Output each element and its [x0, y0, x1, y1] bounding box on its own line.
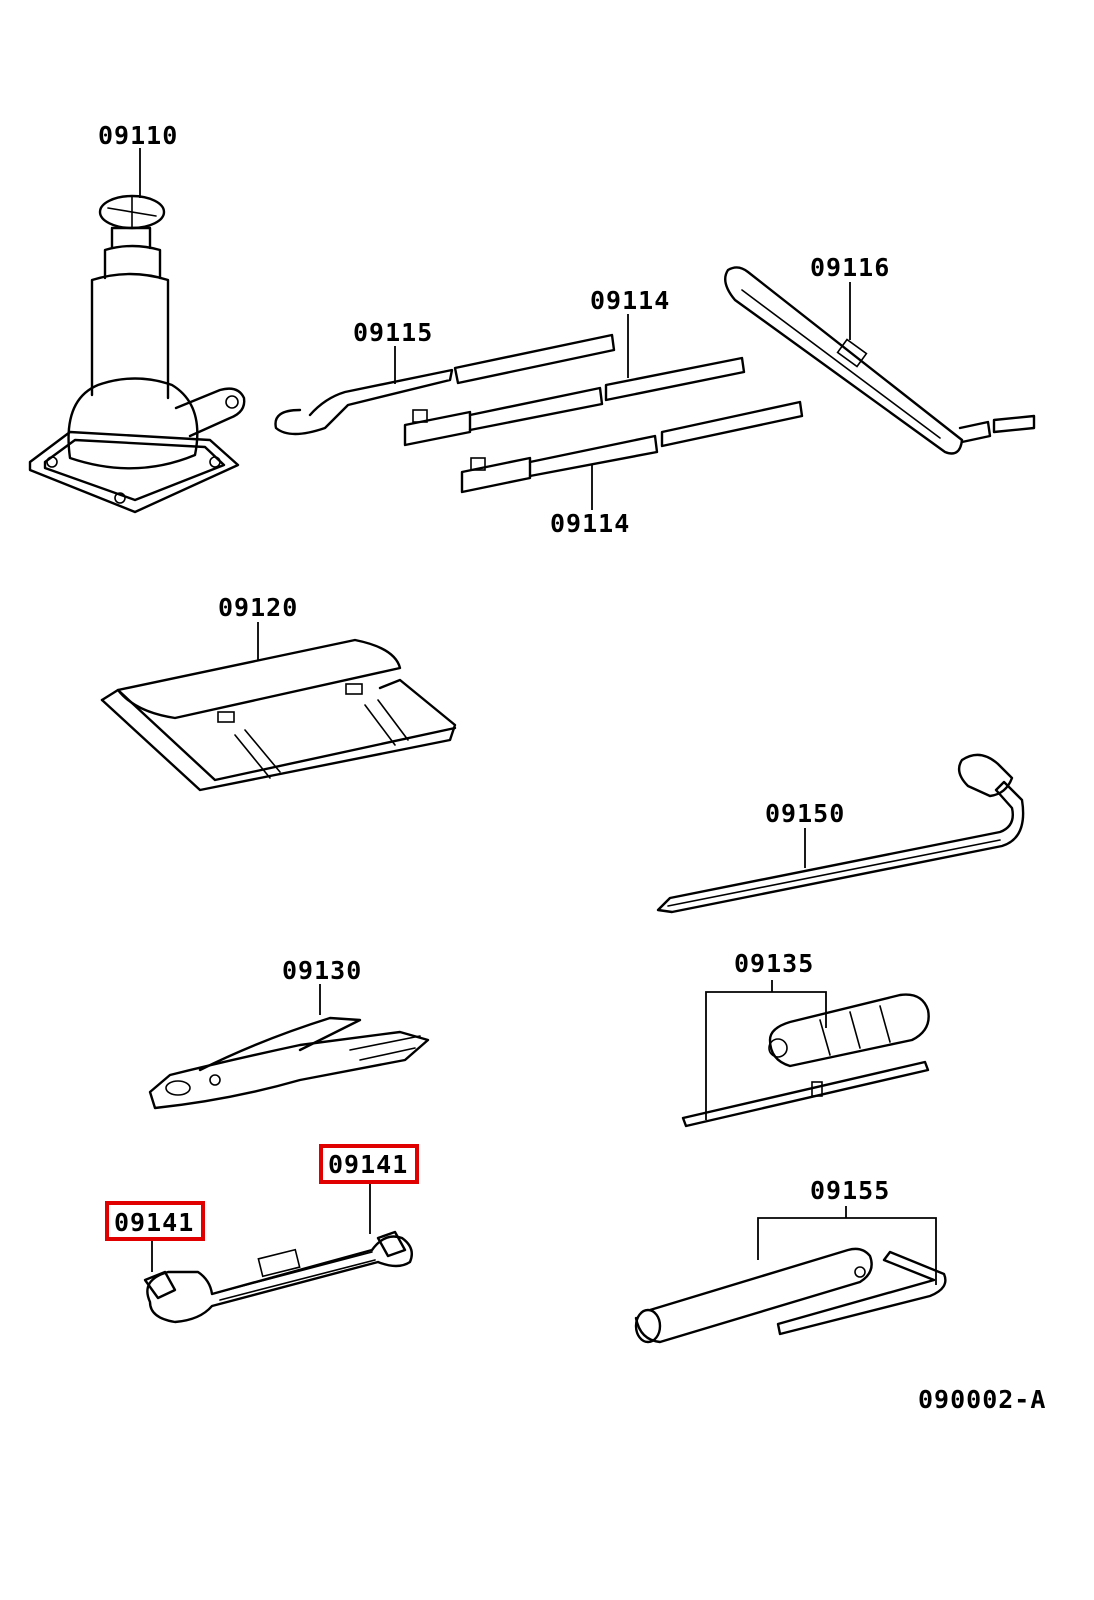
- label-handle-lever: 09116: [810, 253, 890, 282]
- label-wheel-nut-wrench: 09150: [765, 799, 845, 828]
- highlight-box-wrench-left: [105, 1201, 205, 1241]
- double-wrench-drawing[interactable]: [143, 1182, 413, 1324]
- handle-lever-drawing[interactable]: [724, 266, 1036, 455]
- label-screwdriver: 09135: [734, 949, 814, 978]
- label-pliers: 09130: [282, 956, 362, 985]
- highlight-box-wrench-right: [319, 1144, 419, 1184]
- wheel-nut-wrench-drawing[interactable]: [656, 753, 1025, 914]
- extension-bar-lower-drawing[interactable]: [460, 400, 804, 510]
- extension-bar-upper-drawing[interactable]: [403, 314, 746, 447]
- label-extension-bar-upper: 09114: [590, 286, 670, 315]
- tool-bag-drawing[interactable]: [100, 622, 457, 792]
- figure-id: 090002-A: [918, 1385, 1046, 1414]
- jack-drawing[interactable]: [28, 148, 246, 514]
- label-wrench-right: 09141: [328, 1150, 408, 1179]
- label-tool-bag: 09120: [218, 593, 298, 622]
- screwdriver-drawing[interactable]: [681, 980, 930, 1128]
- label-plug-wrench: 09155: [810, 1176, 890, 1205]
- pliers-drawing[interactable]: [148, 984, 430, 1110]
- hook-handle-drawing[interactable]: [274, 333, 616, 436]
- plug-wrench-drawing[interactable]: [634, 1206, 947, 1344]
- label-hook-handle: 09115: [353, 318, 433, 347]
- label-jack: 09110: [98, 121, 178, 150]
- label-wrench-left: 09141: [114, 1208, 194, 1237]
- label-extension-bar-lower: 09114: [550, 509, 630, 538]
